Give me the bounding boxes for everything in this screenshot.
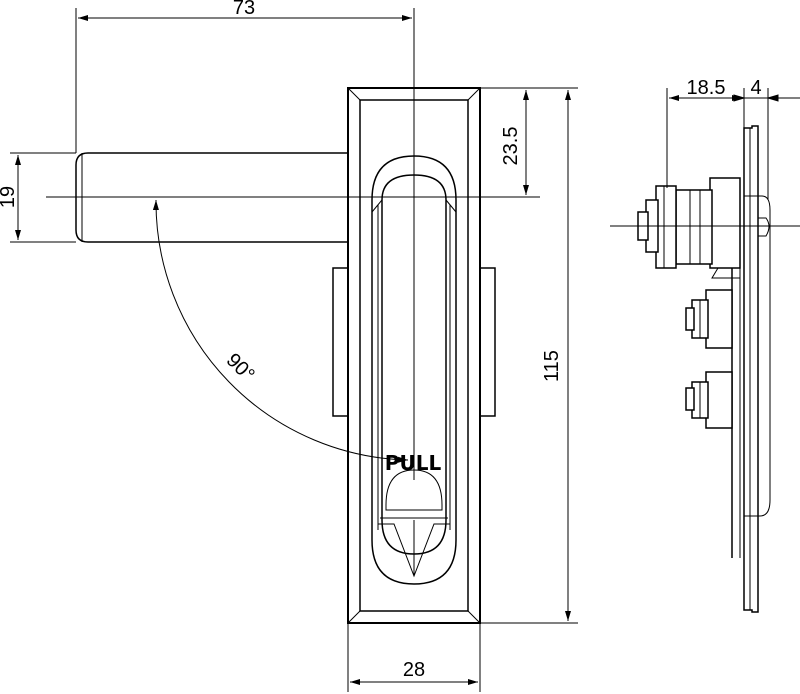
screw-lower [705, 371, 733, 429]
cam-housing [709, 177, 741, 269]
center-lines [46, 14, 540, 480]
dimension-lines [10, 8, 578, 692]
grip-finger-area [385, 469, 443, 511]
screw-upper [705, 289, 733, 349]
pull-label: PULL [385, 451, 442, 475]
cam-nut [655, 185, 677, 269]
dim-19-label: 19 [0, 186, 19, 208]
dim-23-5-label: 23.5 [500, 127, 522, 166]
dim-115-label: 115 [541, 350, 563, 382]
dim-18-5-label: 18.5 [687, 77, 726, 99]
dim-73-label: 73 [233, 0, 255, 19]
recess-outer [371, 155, 457, 585]
side-dimension-labels: 18.5 4 [687, 77, 762, 99]
side-face-plate [743, 125, 759, 613]
recess-inner [381, 174, 447, 555]
side-dimension-lines [666, 88, 800, 200]
rotation-arc [152, 199, 409, 463]
side-body [744, 195, 771, 517]
front-view [75, 87, 496, 624]
side-view [637, 125, 771, 613]
dim-4-label: 4 [750, 77, 761, 99]
dim-28-label: 28 [403, 659, 425, 681]
